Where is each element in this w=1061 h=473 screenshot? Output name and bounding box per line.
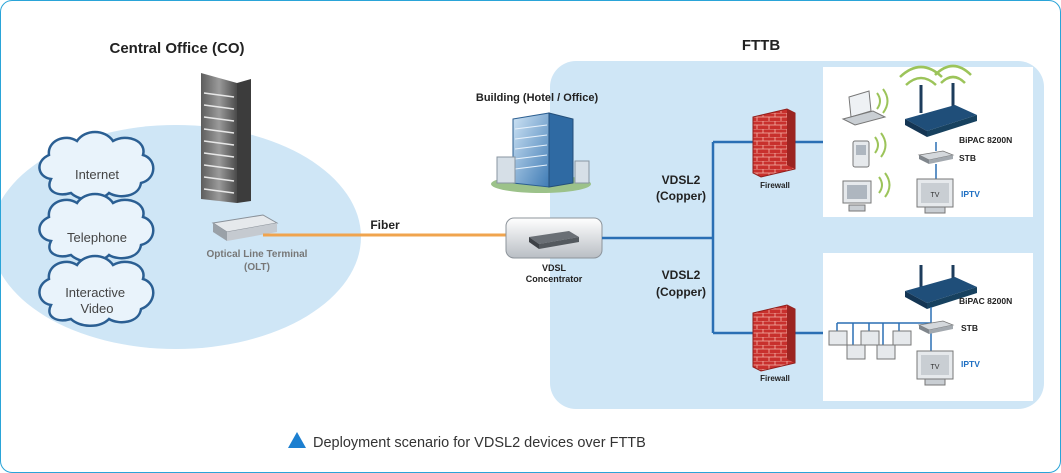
vdsl2-top-label-line1: VDSL2 — [662, 173, 701, 187]
router-top-icon — [899, 64, 977, 137]
cloud-internet: Internet — [38, 130, 155, 201]
router-bottom-icon — [905, 265, 977, 309]
cloud-interactive-video-label: Interactive — [65, 285, 125, 300]
central-office-title: Central Office (CO) — [109, 40, 244, 57]
laptop-icon — [841, 88, 889, 126]
vdsl2-bottom-label-line2: (Copper) — [656, 285, 706, 299]
firewall-bottom-icon — [752, 304, 796, 372]
cloud-telephone-label: Telephone — [67, 230, 127, 245]
cloud-interactive-video: Interactive Video — [38, 254, 155, 327]
cloud-interactive-video-label-line2: Video — [80, 301, 113, 316]
cloud-internet-label: Internet — [75, 167, 119, 182]
fttb-title: FTTB — [742, 37, 780, 54]
tv-bottom-icon: TV — [916, 350, 954, 386]
stb-top-icon — [917, 142, 955, 179]
iptv-top-label: IPTV — [961, 189, 980, 199]
concentrator-label-line1: VDSL — [542, 263, 567, 273]
concentrator-label-line2: Concentrator — [526, 274, 583, 284]
stb-bottom-label: STB — [961, 323, 978, 333]
olt-label-line1: Optical Line Terminal — [207, 249, 308, 260]
office-building-icon — [491, 112, 591, 193]
vdsl2-bottom-label-line1: VDSL2 — [662, 268, 701, 282]
olt-label-line2: (OLT) — [244, 262, 270, 273]
olt-device-icon — [211, 214, 279, 241]
tv-bottom-label: TV — [931, 364, 940, 371]
tv-top-icon: TV — [916, 178, 954, 214]
firewall-bottom-label: Firewall — [760, 374, 790, 383]
cloud-telephone: Telephone — [38, 192, 155, 263]
pda-icon — [852, 132, 887, 168]
lan-links — [836, 307, 932, 351]
desktop-cluster-icon — [828, 330, 912, 360]
vdsl2-top-label-line2: (Copper) — [656, 189, 706, 203]
stb-bottom-icon — [917, 320, 955, 334]
building-label: Building (Hotel / Office) — [476, 92, 599, 104]
svg-text:Interactive Video: Interactive Video — [65, 285, 129, 316]
desktop-computer-icon — [842, 172, 891, 212]
firewall-top-icon — [752, 108, 796, 178]
router-bottom-label: BiPAC 8200N — [959, 296, 1012, 306]
iptv-bottom-label: IPTV — [961, 359, 980, 369]
diagram-caption: Deployment scenario for VDSL2 devices ov… — [313, 435, 646, 451]
co-tower-icon — [201, 73, 251, 203]
firewall-top-label: Firewall — [760, 181, 790, 190]
stb-top-label: STB — [959, 153, 976, 163]
tv-top-label: TV — [931, 192, 940, 199]
caption-triangle-icon — [288, 432, 306, 448]
fiber-label: Fiber — [370, 218, 400, 232]
vdsl-concentrator-icon — [529, 231, 579, 249]
router-top-label: BiPAC 8200N — [959, 135, 1012, 145]
